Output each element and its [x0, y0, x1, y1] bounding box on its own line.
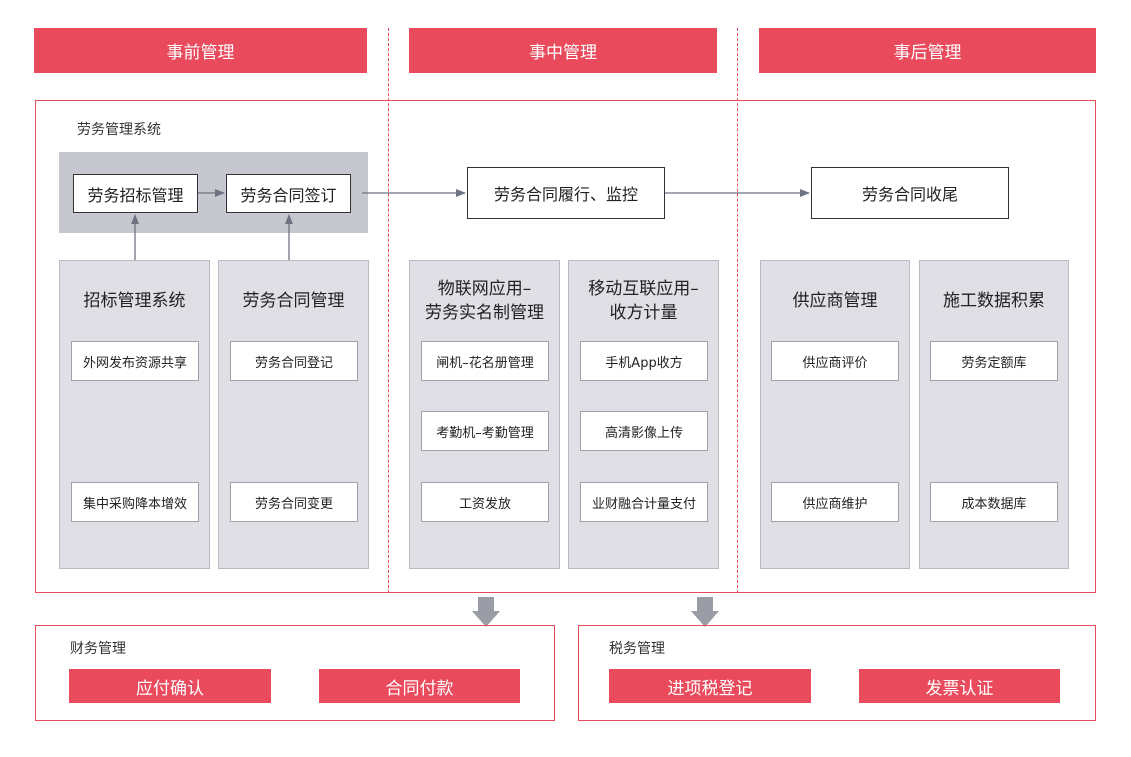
panel-title: 施工数据积累 [943, 291, 1045, 311]
panel-item: 业财融合计量支付 [580, 482, 708, 522]
labor-system-frame [35, 100, 1096, 593]
panel-item: 考勤机–考勤管理 [421, 411, 549, 451]
contract-performance-box: 劳务合同履行、监控 [467, 167, 665, 219]
phase-divider-1 [388, 28, 389, 593]
panel-title: 招标管理系统 [83, 291, 186, 311]
panel-item: 成本数据库 [930, 482, 1058, 522]
tax-label: 税务管理 [609, 641, 665, 657]
bid-management-box: 劳务招标管理 [73, 174, 198, 213]
panel-bid-system: 招标管理系统 外网发布资源共享 集中采购降本增效 [59, 260, 210, 569]
panel-item: 劳务定额库 [930, 341, 1058, 381]
down-arrow-tax [691, 597, 719, 627]
panel-item: 劳务合同变更 [230, 482, 358, 522]
down-arrow-finance [472, 597, 500, 627]
panel-item: 供应商维护 [771, 482, 899, 522]
contract-signing-box: 劳务合同签订 [226, 174, 351, 213]
phase-header-pre: 事前管理 [34, 28, 367, 73]
panel-title: 移动互联应用– 收方计量 [569, 277, 718, 325]
panel-title: 供应商管理 [792, 291, 878, 311]
contract-closing-box: 劳务合同收尾 [811, 167, 1009, 219]
panel-item: 工资发放 [421, 482, 549, 522]
panel-contract-management: 劳务合同管理 劳务合同登记 劳务合同变更 [218, 260, 369, 569]
panel-title-line2: 收方计量 [609, 303, 678, 323]
panel-item: 高清影像上传 [580, 411, 708, 451]
panel-iot-realname: 物联网应用– 劳务实名制管理 闸机–花名册管理 考勤机–考勤管理 工资发放 [409, 260, 560, 569]
panel-title: 劳务合同管理 [242, 291, 345, 311]
panel-item: 外网发布资源共享 [71, 341, 199, 381]
panel-title-line1: 物联网应用– [437, 279, 532, 299]
panel-item: 手机App收方 [580, 341, 708, 381]
labor-system-label: 劳务管理系统 [77, 122, 161, 138]
input-tax-register-block: 进项税登记 [609, 669, 811, 703]
panel-item: 劳务合同登记 [230, 341, 358, 381]
panel-title-line2: 劳务实名制管理 [425, 303, 544, 323]
panel-item: 集中采购降本增效 [71, 482, 199, 522]
panel-item: 供应商评价 [771, 341, 899, 381]
tax-frame [578, 625, 1096, 721]
phase-divider-2 [737, 28, 738, 593]
panel-supplier-management: 供应商管理 供应商评价 供应商维护 [760, 260, 910, 569]
panel-construction-data: 施工数据积累 劳务定额库 成本数据库 [919, 260, 1069, 569]
panel-item: 闸机–花名册管理 [421, 341, 549, 381]
finance-label: 财务管理 [70, 641, 126, 657]
contract-payment-block: 合同付款 [319, 669, 520, 703]
phase-header-post: 事后管理 [759, 28, 1096, 73]
phase-header-mid: 事中管理 [409, 28, 717, 73]
invoice-verify-block: 发票认证 [859, 669, 1060, 703]
finance-frame [35, 625, 555, 721]
panel-title: 物联网应用– 劳务实名制管理 [410, 277, 559, 325]
panel-title-line1: 移动互联应用– [588, 279, 699, 299]
payable-confirm-block: 应付确认 [69, 669, 271, 703]
panel-mobile-measure: 移动互联应用– 收方计量 手机App收方 高清影像上传 业财融合计量支付 [568, 260, 719, 569]
